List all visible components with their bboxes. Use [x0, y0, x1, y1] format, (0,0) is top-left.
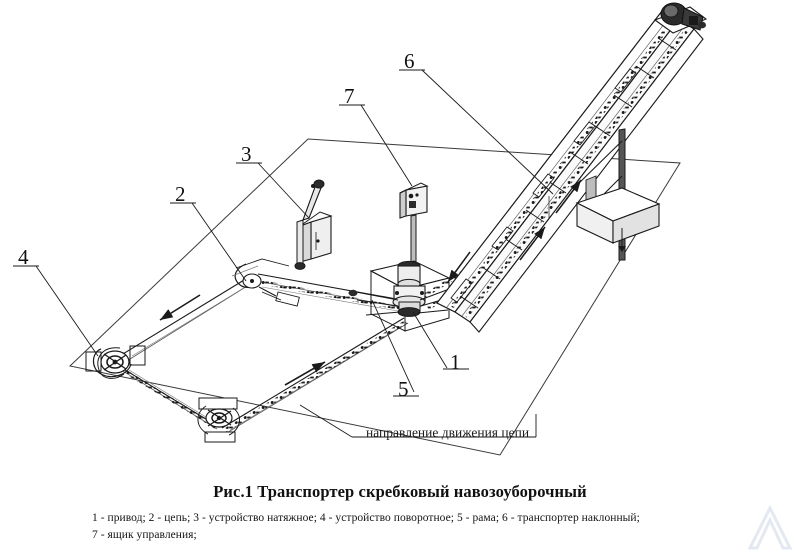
- chain-direction-leader: [299, 404, 537, 438]
- chain-direction-label: направление движения цепи: [366, 425, 530, 440]
- legend-line-1: 1 - привод; 2 - цепь; 3 - устройство нат…: [92, 512, 640, 524]
- figure-caption: Рис.1 Транспортер скребковый навозоуборо…: [0, 482, 800, 502]
- conveyor-support-leg: [573, 128, 661, 261]
- rotary-device-bottom: [197, 397, 240, 443]
- chain-runs: [124, 280, 408, 433]
- figure-legend: 1 - привод; 2 - цепь; 3 - устройство нат…: [92, 510, 792, 543]
- horizontal-chain-loop: [111, 273, 409, 435]
- chain-direction-arrows: [159, 294, 326, 386]
- chain-corner-tension: [231, 258, 300, 307]
- callout-6: 6: [404, 49, 415, 73]
- figure-title: Рис.1 Транспортер скребковый навозоуборо…: [213, 482, 587, 501]
- drive-motor: [392, 260, 426, 317]
- callout-7: 7: [344, 84, 355, 108]
- control-box: [399, 182, 429, 273]
- callout-2: 2: [175, 182, 186, 206]
- inclined-conveyor: [436, 2, 708, 333]
- conveyor-head-drive: [653, 2, 708, 34]
- callout-3: 3: [241, 142, 252, 166]
- legend-line-2: 7 - ящик управления;: [92, 528, 197, 541]
- rotary-device-left: [85, 345, 146, 379]
- callout-5: 5: [398, 377, 409, 401]
- callout-leaders: [13, 69, 554, 397]
- conveyor-chain: [450, 20, 688, 319]
- callout-1: 1: [450, 350, 461, 374]
- ground-plane: [68, 138, 681, 456]
- callout-4: 4: [18, 245, 29, 269]
- tension-device: [294, 179, 333, 270]
